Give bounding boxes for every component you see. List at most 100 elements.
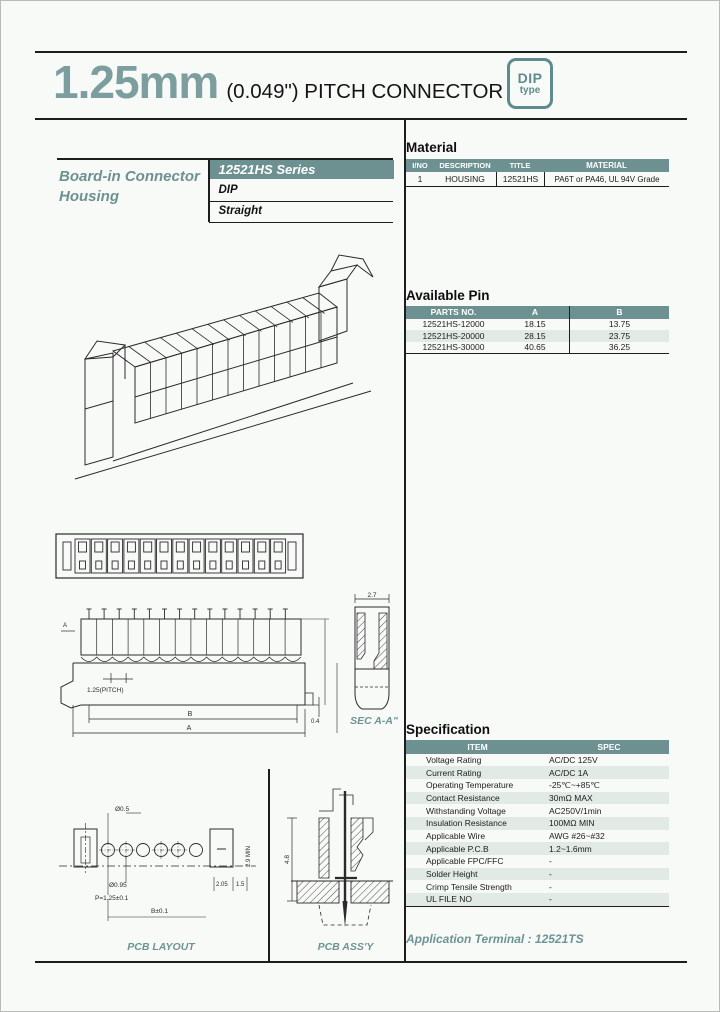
svg-text:Ø0.95: Ø0.95	[109, 882, 127, 889]
specification-table: ITEM SPEC Voltage Rating AC/DC 125V Curr…	[406, 740, 669, 907]
column-header: MATERIAL	[586, 161, 627, 170]
column-header: PARTS NO.	[430, 307, 477, 318]
table-row: 12521HS-30000 40.65 36.25	[406, 341, 669, 353]
cell-item: Operating Temperature	[426, 780, 514, 791]
cell-ino: 1	[417, 174, 423, 184]
table-row: Crimp Tensile Strength -	[406, 880, 669, 893]
section-aa-drawing: 2.7	[354, 592, 390, 710]
pcb-layout-drawing: Ø0.5 Ø0.95 P=1.25±0.1 B±0.1 2.05 1.5 2.9…	[59, 806, 256, 921]
orientation-row: Straight	[218, 205, 262, 217]
svg-text:B±0.1: B±0.1	[151, 908, 168, 915]
cell-spec: 1.2~1.6mm	[549, 843, 592, 854]
series-table-midrule	[209, 200, 393, 202]
cell-spec: -	[549, 856, 552, 867]
table-row: Applicable Wire AWG #26~#32	[406, 830, 669, 843]
cell-dim-a: 28.15	[524, 330, 546, 341]
cell-item: Solder Height	[426, 869, 478, 880]
pcb-assembly-drawing: 4.8	[284, 788, 393, 927]
cell-parts-no: 12521HS-30000	[422, 342, 485, 353]
cell-spec: -	[549, 894, 552, 905]
dip-badge-text: DIP	[517, 69, 543, 86]
bottom-drawings-divider	[268, 769, 270, 961]
svg-text:A: A	[187, 725, 192, 732]
table-row: Insulation Resistance 100MΩ MIN	[406, 816, 669, 830]
mount-type-row: DIP	[218, 183, 238, 196]
cell-item: Applicable FPC/FFC	[426, 856, 504, 867]
table-row: Current Rating AC/DC 1A	[406, 766, 669, 779]
table-row: Contact Resistance 30mΩ MAX	[406, 791, 669, 805]
cell-item: Voltage Rating	[426, 754, 482, 765]
series-name-header: 12521HS Series	[209, 159, 394, 179]
table-row: Operating Temperature -25℃~+85℃	[406, 779, 669, 792]
svg-text:4.8: 4.8	[284, 855, 291, 864]
footer-rule	[35, 961, 687, 963]
pitch-subtitle: (0.049") PITCH CONNECTOR	[226, 80, 504, 103]
cell-spec: AWG #26~#32	[549, 830, 605, 841]
series-table-bottom-rule	[209, 221, 393, 223]
cell-item: Applicable P.C.B	[426, 843, 489, 854]
cell-material: PA6T or PA46, UL 94V Grade	[544, 172, 669, 186]
pcb-layout-label: PCB LAYOUT	[127, 941, 195, 953]
column-header: ITEM	[467, 741, 488, 752]
table-row: 12521HS-12000 18.15 13.75	[406, 318, 669, 330]
column-header: I/NO	[412, 161, 428, 170]
svg-text:A: A	[63, 623, 67, 629]
table-row: Solder Height -	[406, 867, 669, 881]
header-rule-bottom	[35, 118, 687, 120]
series-table-vrule	[208, 158, 210, 222]
dip-type-badge: DIP type	[507, 58, 553, 109]
cell-item: Applicable Wire	[426, 830, 486, 841]
available-pin-table: PARTS NO. A B 12521HS-12000 18.15 13.75 …	[406, 306, 669, 354]
table-row: 1 HOUSING 12521HS PA6T or PA46, UL 94V G…	[406, 172, 669, 187]
svg-text:1.5: 1.5	[236, 882, 245, 888]
material-heading: Material	[406, 140, 458, 155]
specification-table-header: ITEM SPEC	[406, 740, 669, 754]
cell-spec: AC/DC 125V	[549, 754, 598, 765]
dip-badge-subtext: type	[519, 84, 541, 96]
pitch-size-title: 1.25mm	[53, 56, 219, 108]
cell-spec: -	[549, 869, 552, 880]
cell-item: Withstanding Voltage	[426, 805, 506, 816]
cell-spec: 100MΩ MIN	[549, 818, 595, 829]
svg-text:1.25(PITCH): 1.25(PITCH)	[87, 687, 123, 694]
front-view-drawing	[55, 533, 304, 579]
table-row: Voltage Rating AC/DC 125V	[406, 754, 669, 767]
svg-text:0.4: 0.4	[311, 719, 320, 725]
cell-spec: AC250V/1min	[549, 805, 602, 816]
cell-item: Crimp Tensile Strength	[426, 881, 512, 892]
svg-text:2.9 MIN: 2.9 MIN	[246, 846, 252, 867]
header-rule-top	[35, 51, 687, 53]
cell-dim-b: 23.75	[569, 330, 669, 342]
column-header: SPEC	[597, 741, 621, 752]
cell-dim-a: 40.65	[524, 342, 546, 353]
cell-dim-a: 18.15	[524, 319, 546, 330]
cell-parts-no: 12521HS-20000	[422, 330, 485, 341]
pcb-assy-label: PCB ASS'Y	[317, 941, 374, 953]
table-row: 12521HS-20000 28.15 23.75	[406, 330, 669, 342]
column-header: A	[531, 307, 539, 318]
svg-text:B: B	[188, 711, 193, 718]
column-header: DESCRIPTION	[439, 161, 491, 170]
cell-spec: -	[549, 881, 552, 892]
isometric-view-drawing	[74, 254, 374, 480]
cell-item: Contact Resistance	[426, 792, 500, 803]
svg-text:2.7: 2.7	[367, 592, 376, 599]
cell-dim-b: 36.25	[569, 341, 669, 353]
table-row: UL FILE NO -	[406, 893, 669, 906]
svg-text:P=1.25±0.1: P=1.25±0.1	[95, 895, 129, 902]
cell-item: Current Rating	[426, 767, 482, 778]
column-divider	[404, 118, 406, 962]
column-header: B	[569, 306, 669, 319]
cell-description: HOUSING	[445, 174, 485, 184]
available-pin-table-header: PARTS NO. A B	[406, 306, 669, 319]
cell-parts-no: 12521HS-12000	[422, 319, 485, 330]
material-table-header: I/NO DESCRIPTION TITLE MATERIAL	[406, 159, 669, 172]
table-row: Applicable P.C.B 1.2~1.6mm	[406, 842, 669, 855]
table-row: Withstanding Voltage AC250V/1min	[406, 804, 669, 817]
side-view-drawing: A 1.25(PITCH) B A 0.	[60, 608, 338, 737]
application-terminal-note: Application Terminal : 12521TS	[406, 932, 584, 946]
cell-spec: 30mΩ MAX	[549, 792, 593, 803]
section-aa-label: SEC A-A"	[350, 715, 398, 727]
table-row: Applicable FPC/FFC -	[406, 855, 669, 868]
